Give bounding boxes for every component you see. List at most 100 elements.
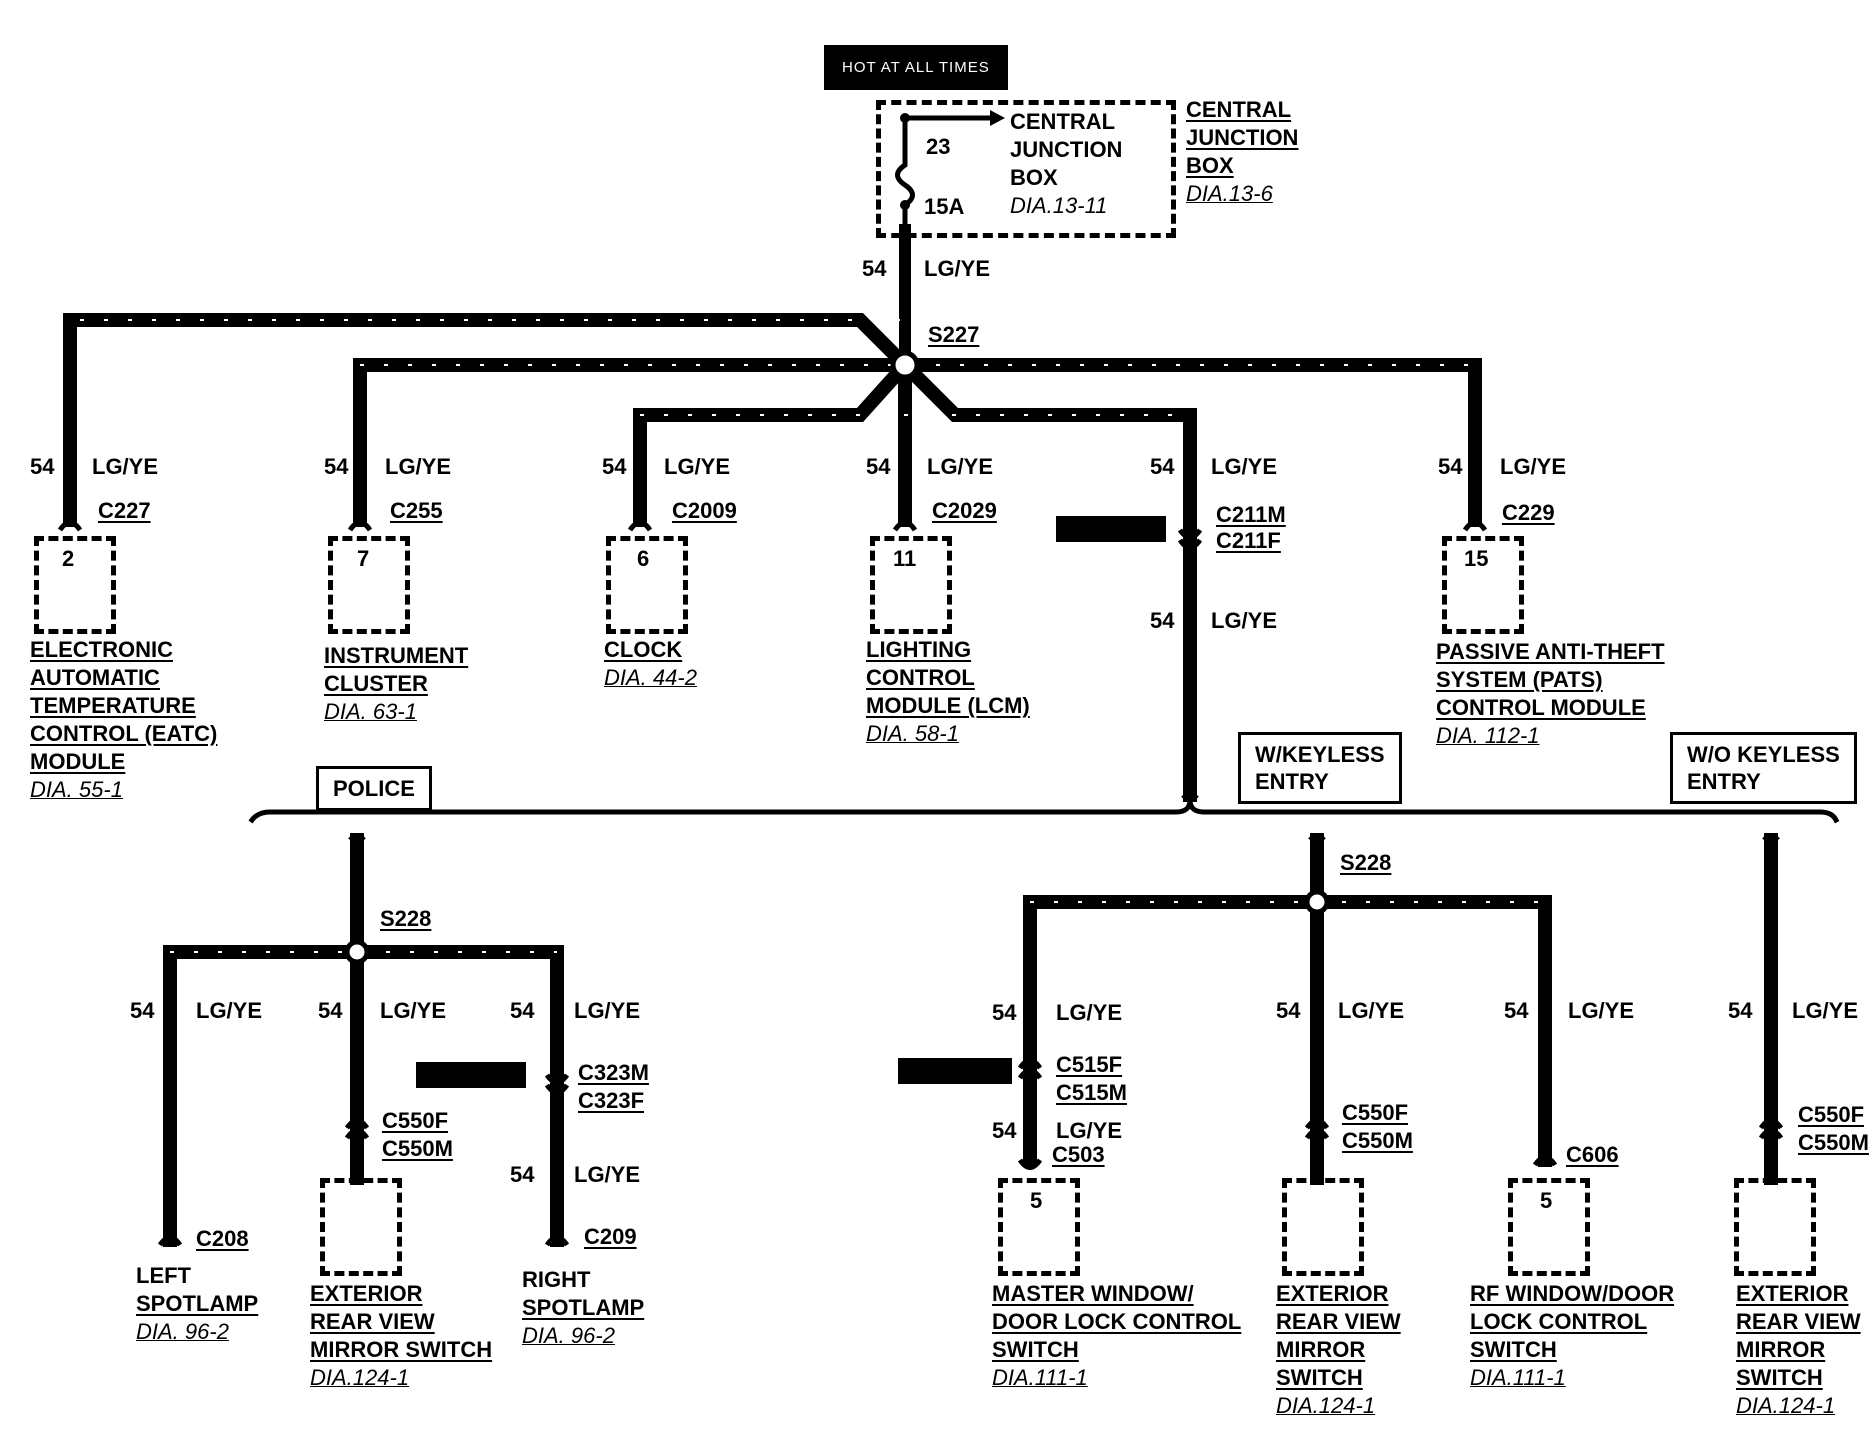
right-spot-connector: C209 — [584, 1224, 637, 1249]
pats-circuit: 54 — [1438, 454, 1463, 479]
rf-window-box — [1508, 1178, 1590, 1276]
redacted-label — [416, 1062, 526, 1088]
mirror-keyless-c550f: C550F — [1342, 1100, 1409, 1125]
fuse-rating: 15A — [924, 194, 965, 219]
right-spot-circuit-lower: 54 — [510, 1162, 535, 1187]
right-spot-circuit: 54 — [510, 998, 535, 1023]
mirror-police-box — [320, 1178, 402, 1276]
mirror-police-c550m: C550M — [382, 1136, 453, 1161]
mirror-no-keyless-c550m: C550M — [1798, 1130, 1869, 1155]
master-window-circuit-lower: 54 — [992, 1118, 1017, 1143]
clock-connector: C2009 — [672, 498, 737, 523]
pats-pin: 15 — [1464, 546, 1489, 571]
junction-box-inner-label: CENTRAL JUNCTION BOX DIA.13-11 — [1010, 109, 1123, 218]
cluster-box — [328, 536, 410, 634]
c515m-connector: C515M — [1056, 1080, 1127, 1105]
eatc-box — [34, 536, 116, 634]
eatc-name: ELECTRONIC AUTOMATIC TEMPERATURE CONTROL… — [30, 637, 218, 802]
splice-s227 — [890, 350, 920, 380]
lcm-circuit: 54 — [866, 454, 891, 479]
feed-circuit: 54 — [862, 256, 887, 281]
option-bus — [248, 799, 1840, 824]
left-spot-color: LG/YE — [196, 998, 263, 1023]
pats-connector: C229 — [1502, 500, 1555, 525]
junction-box-outline — [876, 100, 1176, 238]
mirror-police-name: EXTERIOR REAR VIEW MIRROR SWITCH DIA.124… — [310, 1281, 493, 1390]
splice-s228-right-label: S228 — [1340, 850, 1392, 875]
c515f-connector: C515F — [1056, 1052, 1123, 1077]
pats-box — [1442, 536, 1524, 634]
option-circuit: 54 — [1150, 454, 1175, 479]
option-no-keyless: W/O KEYLESS ENTRY — [1670, 732, 1857, 804]
redacted-label — [898, 1058, 1012, 1084]
splice-s228-right — [1304, 889, 1330, 915]
mirror-no-keyless-circuit: 54 — [1728, 998, 1753, 1023]
fuse-number: 23 — [926, 134, 951, 159]
mirror-keyless-c550m: C550M — [1342, 1128, 1413, 1153]
branch-cluster — [353, 358, 912, 527]
option-circuit-lower: 54 — [1150, 608, 1175, 633]
mirror-no-keyless-box — [1734, 1178, 1816, 1276]
mirror-police-circuit: 54 — [318, 998, 343, 1023]
clock-pin: 6 — [637, 546, 650, 571]
lcm-color: LG/YE — [927, 454, 994, 479]
c323f-connector: C323F — [578, 1088, 645, 1113]
rf-window-connector: C606 — [1566, 1142, 1619, 1167]
cluster-color: LG/YE — [385, 454, 452, 479]
right-spot-color: LG/YE — [574, 998, 641, 1023]
c323m-connector: C323M — [578, 1060, 649, 1085]
mirror-police-c550f: C550F — [382, 1108, 449, 1133]
cluster-circuit: 54 — [324, 454, 349, 479]
option-color-lower: LG/YE — [1211, 608, 1278, 633]
c211f-connector: C211F — [1216, 528, 1281, 553]
rf-window-pin: 5 — [1540, 1188, 1553, 1213]
fuse-symbol — [895, 115, 915, 233]
clock-color: LG/YE — [664, 454, 731, 479]
master-window-pin: 5 — [1030, 1188, 1043, 1213]
clock-circuit: 54 — [602, 454, 627, 479]
rf-window-circuit: 54 — [1504, 998, 1529, 1023]
pats-name: PASSIVE ANTI-THEFT SYSTEM (PATS) CONTROL… — [1436, 639, 1665, 748]
cluster-pin: 7 — [357, 546, 370, 571]
option-color: LG/YE — [1211, 454, 1278, 479]
right-spot-color-lower: LG/YE — [574, 1162, 641, 1187]
splice-s228-left-label: S228 — [380, 906, 432, 931]
eatc-connector: C227 — [98, 498, 151, 523]
splice-s227-label: S227 — [928, 322, 980, 347]
junction-box-outer-label: CENTRAL JUNCTION BOX DIA.13-6 — [1186, 97, 1299, 206]
branch-pats — [898, 358, 1482, 527]
cluster-name: INSTRUMENT CLUSTER DIA. 63-1 — [324, 643, 469, 724]
eatc-circuit: 54 — [30, 454, 55, 479]
rf-window-name: RF WINDOW/DOOR LOCK CONTROL SWITCH DIA.1… — [1470, 1281, 1675, 1390]
clock-box — [606, 536, 688, 634]
mirror-no-keyless-color: LG/YE — [1792, 998, 1859, 1023]
master-window-color: LG/YE — [1056, 1000, 1123, 1025]
option-keyless: W/KEYLESS ENTRY — [1238, 732, 1402, 804]
master-window-connector: C503 — [1052, 1142, 1105, 1167]
right-spot-name: RIGHT SPOTLAMP DIA. 96-2 — [522, 1267, 645, 1348]
lcm-box — [870, 536, 952, 634]
mirror-keyless-name: EXTERIOR REAR VIEW MIRROR SWITCH DIA.124… — [1276, 1281, 1401, 1418]
master-window-circuit: 54 — [992, 1000, 1017, 1025]
splice-s228-left — [344, 939, 370, 965]
master-window-name: MASTER WINDOW/ DOOR LOCK CONTROL SWITCH … — [992, 1281, 1242, 1390]
mirror-keyless-box — [1282, 1178, 1364, 1276]
eatc-pin: 2 — [62, 546, 75, 571]
option-police: POLICE — [316, 766, 432, 811]
cluster-connector: C255 — [390, 498, 443, 523]
left-spot-name: LEFT SPOTLAMP DIA. 96-2 — [136, 1263, 259, 1344]
clock-name: CLOCK DIA. 44-2 — [604, 637, 697, 690]
mirror-keyless-circuit: 54 — [1276, 998, 1301, 1023]
left-spot-connector: C208 — [196, 1226, 249, 1251]
master-window-box — [998, 1178, 1080, 1276]
mirror-no-keyless-c550f: C550F — [1798, 1102, 1865, 1127]
mirror-keyless-color: LG/YE — [1338, 998, 1405, 1023]
lcm-pin: 11 — [893, 546, 917, 571]
feed-color: LG/YE — [924, 256, 991, 281]
lcm-name: LIGHTING CONTROL MODULE (LCM) DIA. 58-1 — [866, 637, 1030, 746]
left-spot-circuit: 54 — [130, 998, 155, 1023]
mirror-police-color: LG/YE — [380, 998, 447, 1023]
power-source-label: HOT AT ALL TIMES — [824, 45, 1008, 90]
